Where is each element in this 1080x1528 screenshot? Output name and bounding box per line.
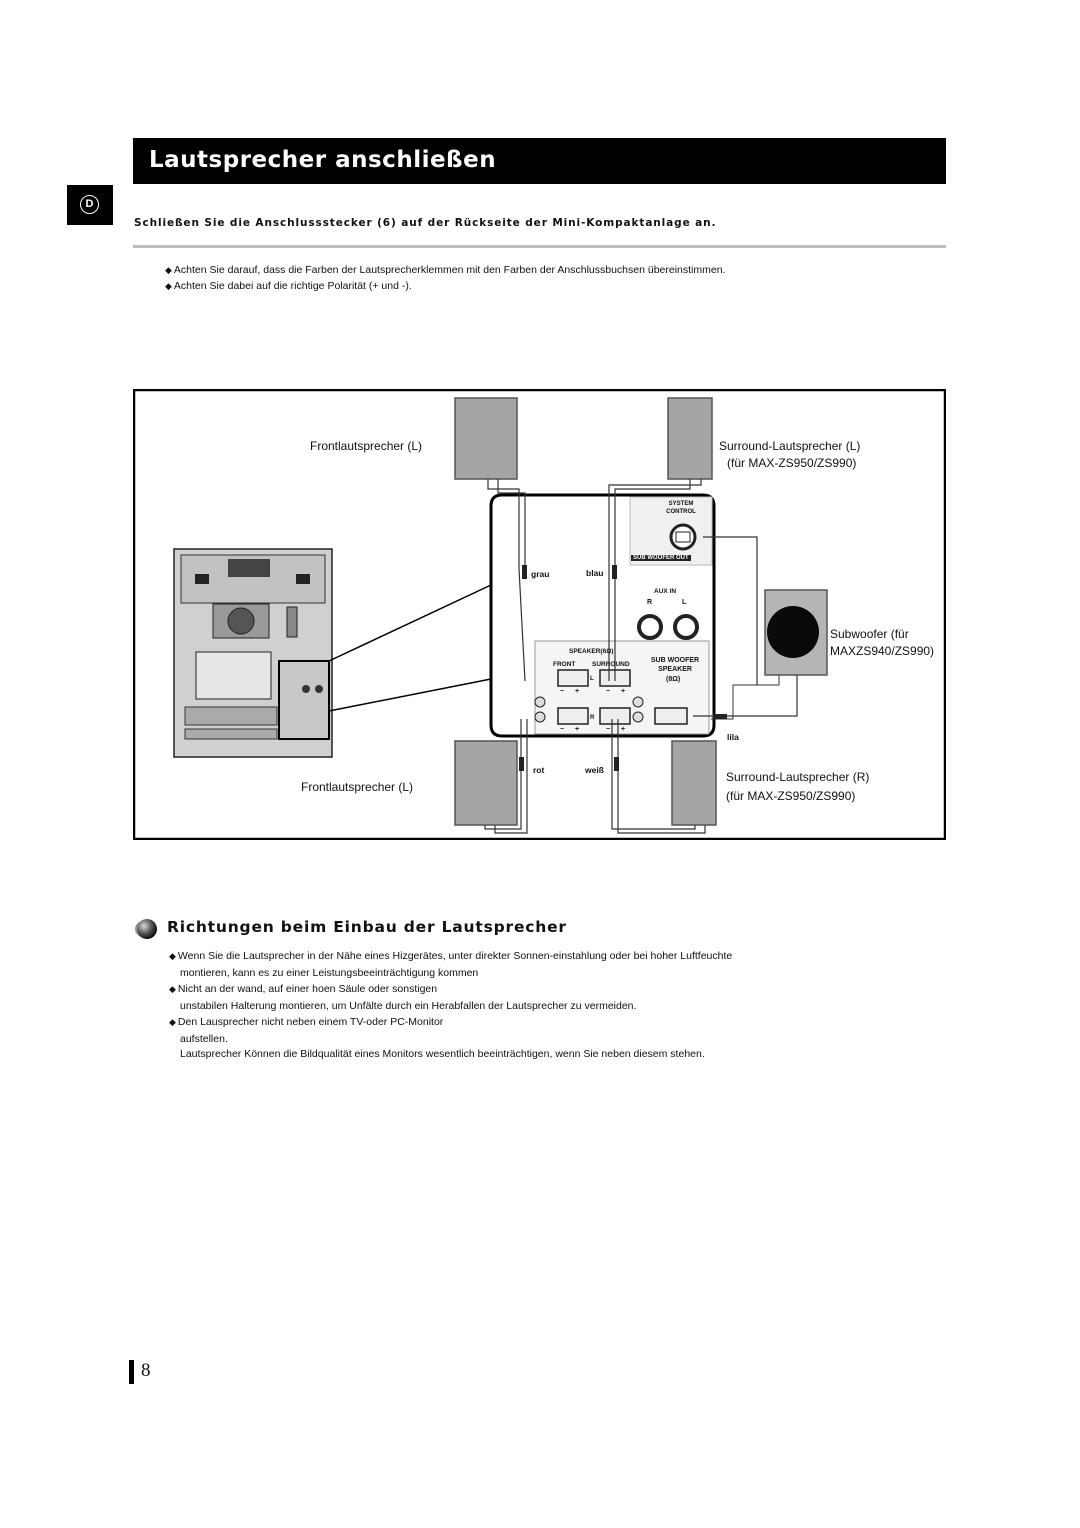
- system-control-label: SYSTEM CONTROL: [666, 501, 696, 515]
- wire-surround-right: [611, 719, 696, 830]
- section-item-text: Nicht an der wand, auf einer hoen Säule …: [177, 983, 438, 995]
- subwoofer-cone: [767, 606, 819, 658]
- terminal-minus-label: −: [560, 688, 565, 695]
- sub-woofer-ohm-label: (8Ω): [666, 676, 681, 683]
- section-item-text: Lautsprecher Können die Bildqualität ein…: [180, 1048, 705, 1060]
- section-title: Richtungen beim Einbau der Lautsprecher: [167, 918, 567, 936]
- terminal-plus-label: +: [575, 726, 580, 733]
- wire-color-blau: blau: [586, 568, 604, 578]
- wire-subwoofer: [693, 675, 798, 717]
- diamond-bullet-icon: ◆: [169, 951, 176, 961]
- note-text: Achten Sie dabei auf die richtige Polari…: [173, 280, 412, 292]
- sub-woofer-speaker-label: SUB WOOFER SPEAKER: [650, 657, 700, 673]
- page-title: Lautsprecher anschließen: [149, 147, 497, 173]
- wire-color-rot: rot: [533, 765, 545, 775]
- page-number: 8: [141, 1360, 151, 1381]
- terminal-l-label: L: [590, 676, 594, 682]
- sub-woofer-out-label: SUB WOOFER OUT: [631, 555, 691, 561]
- terminal-plus-label: +: [621, 726, 626, 733]
- surround-left-label: Surround-Lautsprecher (L): [719, 439, 861, 453]
- wire-surround-left: [614, 479, 691, 681]
- surround-right-speaker: [671, 740, 717, 826]
- section-item-text: montieren, kann es zu einer Leistungsbee…: [180, 967, 479, 979]
- terminal-r-label: R: [590, 715, 595, 721]
- section-item-text: aufstellen.: [180, 1033, 228, 1045]
- front-left-top-speaker: [454, 397, 518, 480]
- terminal-minus-label: −: [606, 688, 611, 695]
- terminal-plus-label: +: [575, 688, 580, 695]
- front-left-bottom-label: Frontlautsprecher (L): [301, 780, 414, 794]
- wire-color-lila: lila: [727, 732, 739, 742]
- language-badge: D: [67, 185, 113, 225]
- front-terminal-label: FRONT: [553, 661, 576, 668]
- connection-diagram: Frontlautsprecher (L) Frontlautsprecher …: [133, 389, 946, 840]
- wire-front-left-top: [487, 479, 526, 682]
- wire-front-left-bottom: [484, 719, 522, 830]
- subwoofer-model: MAXZS940/ZS990): [830, 644, 935, 658]
- language-badge-label: D: [80, 195, 99, 214]
- wire-color-grau: grau: [531, 569, 550, 579]
- diamond-bullet-icon: ◆: [165, 281, 172, 291]
- front-left-bottom-speaker: [454, 740, 518, 826]
- surround-terminal-label: SURROUND: [592, 661, 630, 668]
- connection-diagram-drawing: [133, 389, 946, 840]
- wire-color-weiss: weiß: [585, 765, 604, 775]
- divider: [133, 245, 946, 248]
- aux-r-label: R: [647, 599, 653, 606]
- page-title-bar: Lautsprecher anschließen: [133, 138, 946, 184]
- terminal-minus-label: −: [606, 726, 611, 733]
- section-item: ◆Den Lausprecher nicht neben einem TV-od…: [169, 1015, 443, 1030]
- terminal-plus-label: +: [621, 688, 626, 695]
- unit-rear-panel: [173, 548, 333, 758]
- instruction-text: Schließen Sie die Anschlussstecker (6) a…: [134, 217, 717, 229]
- note-item: ◆Achten Sie darauf, dass die Farben der …: [165, 263, 725, 278]
- section-item-text: Den Lausprecher nicht neben einem TV-ode…: [177, 1016, 444, 1028]
- section-item-text: Wenn Sie die Lautsprecher in der Nähe ei…: [177, 950, 733, 962]
- surround-left-speaker: [667, 397, 713, 480]
- aux-in-label: AUX IN: [654, 588, 677, 595]
- section-bullet-icon: [135, 919, 157, 939]
- subwoofer-label: Subwoofer (für: [830, 627, 909, 641]
- front-left-top-label: Frontlautsprecher (L): [310, 439, 423, 453]
- terminal-minus-label: −: [560, 726, 565, 733]
- section-item-text: unstabilen Halterung montieren, um Unfäl…: [180, 1000, 637, 1012]
- speaker-6ohm-label: SPEAKER(6Ω): [569, 648, 614, 655]
- diamond-bullet-icon: ◆: [165, 265, 172, 275]
- note-item: ◆Achten Sie dabei auf die richtige Polar…: [165, 279, 412, 294]
- surround-right-label: Surround-Lautsprecher (R): [726, 770, 870, 784]
- surround-left-model: (für MAX-ZS950/ZS990): [727, 456, 857, 470]
- page-number-marker: [129, 1360, 134, 1384]
- section-item: ◆Nicht an der wand, auf einer hoen Säule…: [169, 982, 437, 997]
- aux-l-label: L: [682, 599, 687, 606]
- surround-right-model: (für MAX-ZS950/ZS990): [726, 789, 856, 803]
- diamond-bullet-icon: ◆: [169, 1017, 176, 1027]
- note-text: Achten Sie darauf, dass die Farben der L…: [173, 264, 726, 276]
- section-item: ◆Wenn Sie die Lautsprecher in der Nähe e…: [169, 949, 732, 964]
- diamond-bullet-icon: ◆: [169, 984, 176, 994]
